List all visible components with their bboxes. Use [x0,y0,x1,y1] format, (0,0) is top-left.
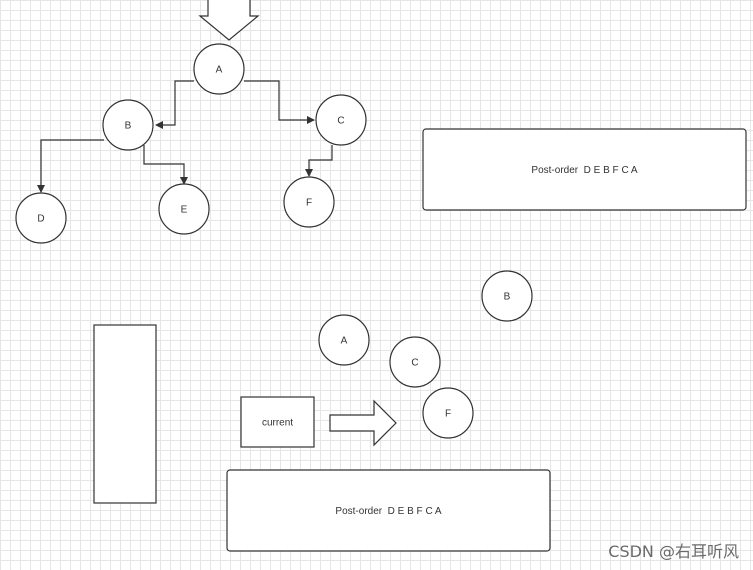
right-arrow [329,399,397,447]
tree-node-e[interactable]: E [158,183,210,235]
loose-node-b-label: B [504,292,511,303]
tree-edges [37,80,333,193]
loose-node-c[interactable]: C [389,336,441,388]
tree-node-d[interactable]: D [15,192,67,244]
edge-a-c [244,80,315,124]
tree-node-c-label: C [337,116,344,127]
loose-node-a[interactable]: A [318,314,370,366]
loose-node-b[interactable]: B [481,270,533,322]
post-order-box-bottom-label: Post-order D E B F C A [335,506,441,517]
entry-arrow [198,0,260,41]
loose-node-c-label: C [411,358,418,369]
tree-node-f-label: F [306,198,312,209]
tree-node-a[interactable]: A [193,43,245,95]
tree-node-d-label: D [37,214,44,225]
loose-node-f-label: F [445,409,451,420]
current-box-label: current [262,418,293,429]
loose-node-a-label: A [341,336,348,347]
edge-b-d [37,139,104,193]
loose-node-f[interactable]: F [422,387,474,439]
edge-b-e [143,145,188,185]
edge-c-f [305,145,333,177]
tree-node-c[interactable]: C [315,94,367,146]
stack-rectangle[interactable] [93,324,157,504]
tree-node-b[interactable]: B [102,99,154,151]
tree-node-a-label: A [216,65,223,76]
edge-a-b [155,80,194,129]
current-box[interactable]: current [240,396,315,448]
tree-node-f[interactable]: F [283,176,335,228]
post-order-box-top[interactable]: Post-order D E B F C A [422,128,747,211]
tree-node-b-label: B [125,121,132,132]
tree-node-e-label: E [181,205,188,216]
watermark-text: CSDN @右耳听风 [608,542,739,561]
post-order-box-bottom[interactable]: Post-order D E B F C A [226,469,551,552]
post-order-box-top-label: Post-order D E B F C A [531,165,637,176]
